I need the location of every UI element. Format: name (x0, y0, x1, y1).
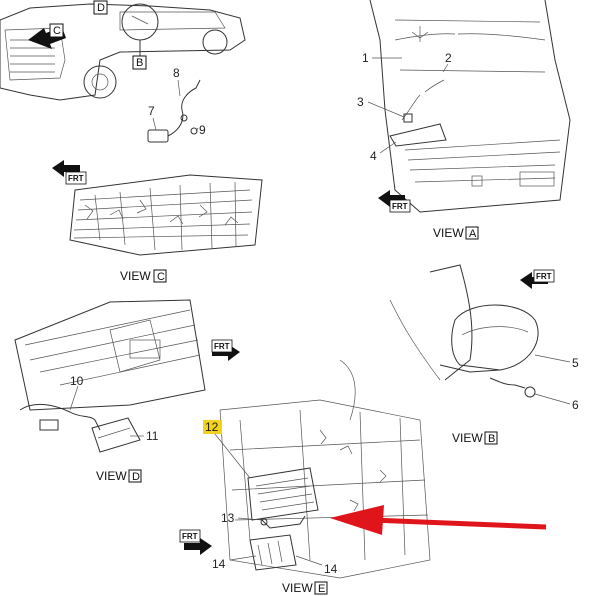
callout-2: 2 (445, 51, 452, 65)
frt-label-d: FRT (214, 342, 230, 351)
callout-12: 12 (205, 420, 219, 434)
frt-label-a: FRT (392, 202, 408, 211)
overview-letter-c: C (53, 25, 61, 37)
view-d-label: VIEW (96, 469, 127, 483)
overview-letter-b: B (136, 57, 143, 69)
overview-letter-d: D (97, 2, 105, 14)
view-e-letter: E (318, 583, 325, 595)
view-b-label: VIEW (452, 431, 483, 445)
callout-13: 13 (221, 511, 235, 525)
view-c-arrow-indicator: C (28, 23, 66, 49)
vehicle-overview (0, 3, 246, 101)
callout-10: 10 (70, 374, 84, 388)
frt-label-c: FRT (68, 174, 84, 183)
red-pointer-arrow (330, 505, 547, 535)
view-c-letter: C (157, 271, 165, 283)
callout-3: 3 (357, 95, 364, 109)
red-arrow-head (330, 505, 384, 535)
callout-4: 4 (370, 149, 377, 163)
frt-label-e: FRT (182, 532, 198, 541)
frt-label-b: FRT (536, 272, 552, 281)
frt-indicator-a: FRT (378, 190, 411, 213)
overview-box-b (132, 55, 147, 70)
callout-12-highlight (203, 420, 222, 434)
view-a-letter: A (469, 228, 477, 240)
callout-7: 7 (148, 104, 155, 118)
frt-indicator-c: FRT (52, 160, 87, 185)
callout-9: 9 (199, 123, 206, 137)
view-b-illustration (339, 264, 539, 421)
callout-14-left: 14 (212, 557, 226, 571)
view-d-illustration (14, 299, 206, 453)
callout-8: 8 (173, 66, 180, 80)
callout-1: 1 (362, 51, 369, 65)
view-a-label: VIEW (433, 226, 464, 240)
frt-indicator-d: FRT (211, 339, 240, 361)
frt-indicator-e: FRT (179, 529, 212, 555)
view-c-label: VIEW (120, 269, 151, 283)
callout-5: 5 (572, 356, 579, 370)
view-e-label: VIEW (282, 581, 313, 595)
callout-11: 11 (146, 429, 159, 443)
view-c-illustration (69, 79, 263, 256)
overview-box-d (93, 0, 108, 15)
view-e-illustration (219, 399, 431, 579)
frt-indicator-b: FRT (520, 269, 555, 289)
callout-6: 6 (572, 398, 579, 412)
view-a-illustration (369, 0, 571, 213)
red-arrow-shaft (371, 517, 547, 530)
callout-14-right: 14 (324, 562, 338, 576)
view-b-letter: B (488, 433, 495, 445)
view-d-letter: D (132, 471, 140, 483)
